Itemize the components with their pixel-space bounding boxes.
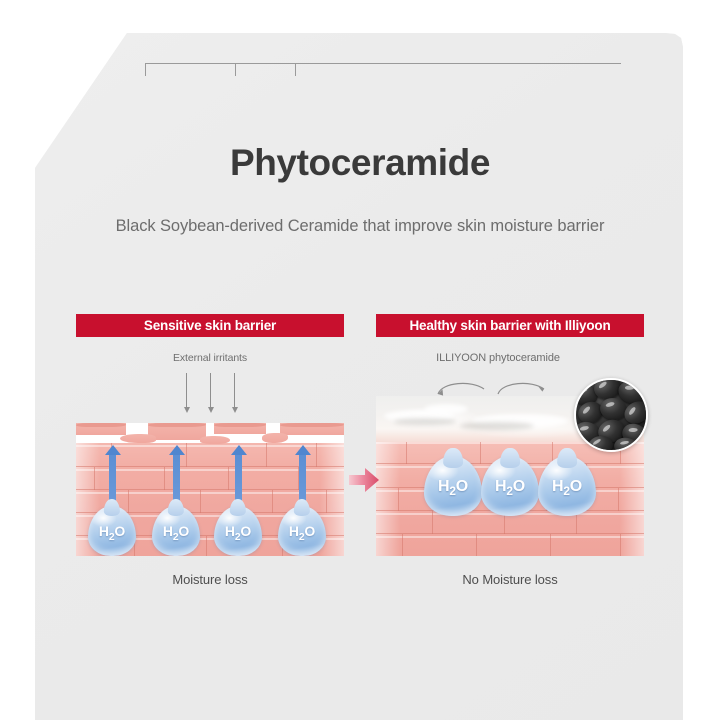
water-droplet: H2O	[88, 506, 136, 556]
water-droplet: H2O	[538, 456, 596, 516]
content-card	[35, 33, 683, 720]
page-subtitle: Black Soybean-derived Ceramide that impr…	[115, 217, 605, 235]
cream-shadow	[394, 418, 456, 425]
cream-wisp	[472, 414, 568, 428]
brick-seam	[128, 490, 130, 513]
page-title: Phytoceramide	[229, 142, 491, 183]
droplet-label: H2O	[288, 523, 316, 543]
brick-highlight	[76, 469, 344, 471]
brick-seam	[272, 490, 274, 513]
brick-seam	[576, 511, 578, 534]
brick-highlight	[76, 538, 344, 540]
moisture-escape-arrow	[235, 454, 242, 511]
brick-highlight	[376, 536, 644, 538]
brick-seam	[550, 534, 552, 556]
ruler-tick-2	[295, 63, 296, 76]
water-droplet: H2O	[278, 506, 326, 556]
brick-seam	[552, 440, 554, 464]
brick-seam	[206, 536, 208, 556]
black-soybean-badge	[574, 378, 648, 452]
brick-seam	[620, 440, 622, 464]
wall-chunk	[148, 423, 206, 440]
wall-chunk	[214, 423, 266, 434]
banner-sensitive-skin: Sensitive skin barrier	[76, 314, 344, 337]
droplet-label: H2O	[98, 523, 126, 543]
wall-chunk	[280, 423, 344, 435]
brick-seam	[316, 443, 318, 467]
brick-seam	[186, 443, 188, 467]
droplet-label: H2O	[224, 523, 252, 543]
water-droplet: H2O	[481, 456, 539, 516]
wall-rubble	[262, 433, 288, 443]
art-damaged-barrier: H2O H2O H2O H2O	[76, 423, 344, 556]
brick-course	[76, 490, 344, 513]
droplet-label: H2O	[438, 477, 468, 499]
wall-rubble	[120, 434, 156, 443]
brick-seam	[228, 467, 230, 490]
water-droplet: H2O	[152, 506, 200, 556]
brick-seam	[398, 488, 400, 511]
wall-chunk	[76, 423, 126, 435]
brick-seam	[432, 511, 434, 534]
brick-highlight	[76, 445, 344, 447]
brick-seam	[618, 488, 620, 511]
brick-highlight	[76, 492, 344, 494]
moisture-escape-arrow	[173, 454, 180, 511]
brick-course	[376, 511, 644, 534]
crumbled-edge	[76, 423, 344, 444]
droplet-label: H2O	[495, 477, 525, 499]
brick-course	[76, 467, 344, 490]
brick-course	[76, 443, 344, 467]
brick-seam	[476, 534, 478, 556]
brick-seam	[504, 511, 506, 534]
ruler-tick-1	[235, 63, 236, 76]
wall-rubble	[200, 436, 230, 444]
top-ruler	[145, 63, 621, 77]
brick-course	[76, 513, 344, 536]
brick-seam	[480, 440, 482, 464]
brick-highlight	[76, 515, 344, 517]
droplet-label: H2O	[162, 523, 190, 543]
brick-seam	[402, 534, 404, 556]
brick-seam	[200, 490, 202, 513]
panel-sensitive-skin: Sensitive skin barrier	[76, 314, 344, 337]
cream-wisp	[424, 404, 468, 414]
card-background	[35, 33, 683, 720]
brick-seam	[406, 440, 408, 464]
water-droplet: H2O	[214, 506, 262, 556]
transition-arrow-icon	[349, 468, 379, 492]
art-healthy-barrier: H2O H2O H2O	[376, 396, 644, 556]
brick-highlight	[376, 442, 644, 444]
caption-moisture-loss: Moisture loss	[172, 572, 248, 587]
water-droplet: H2O	[424, 456, 482, 516]
moisture-escape-arrow	[299, 454, 306, 511]
ruler-tick-0	[145, 63, 146, 76]
panel-healthy-skin: Healthy skin barrier with Illiyoon	[376, 314, 644, 337]
moisture-escape-arrow	[109, 454, 116, 511]
brick-seam	[266, 443, 268, 467]
caption-no-moisture-loss: No Moisture loss	[462, 572, 558, 587]
brick-seam	[326, 490, 328, 513]
brick-seam	[94, 467, 96, 490]
cream-shadow	[460, 422, 534, 430]
droplet-label: H2O	[552, 477, 582, 499]
brick-seam	[164, 467, 166, 490]
brick-seam	[134, 536, 136, 556]
brick-seam	[620, 534, 622, 556]
banner-healthy-skin: Healthy skin barrier with Illiyoon	[376, 314, 644, 337]
ruler-line	[145, 63, 621, 64]
